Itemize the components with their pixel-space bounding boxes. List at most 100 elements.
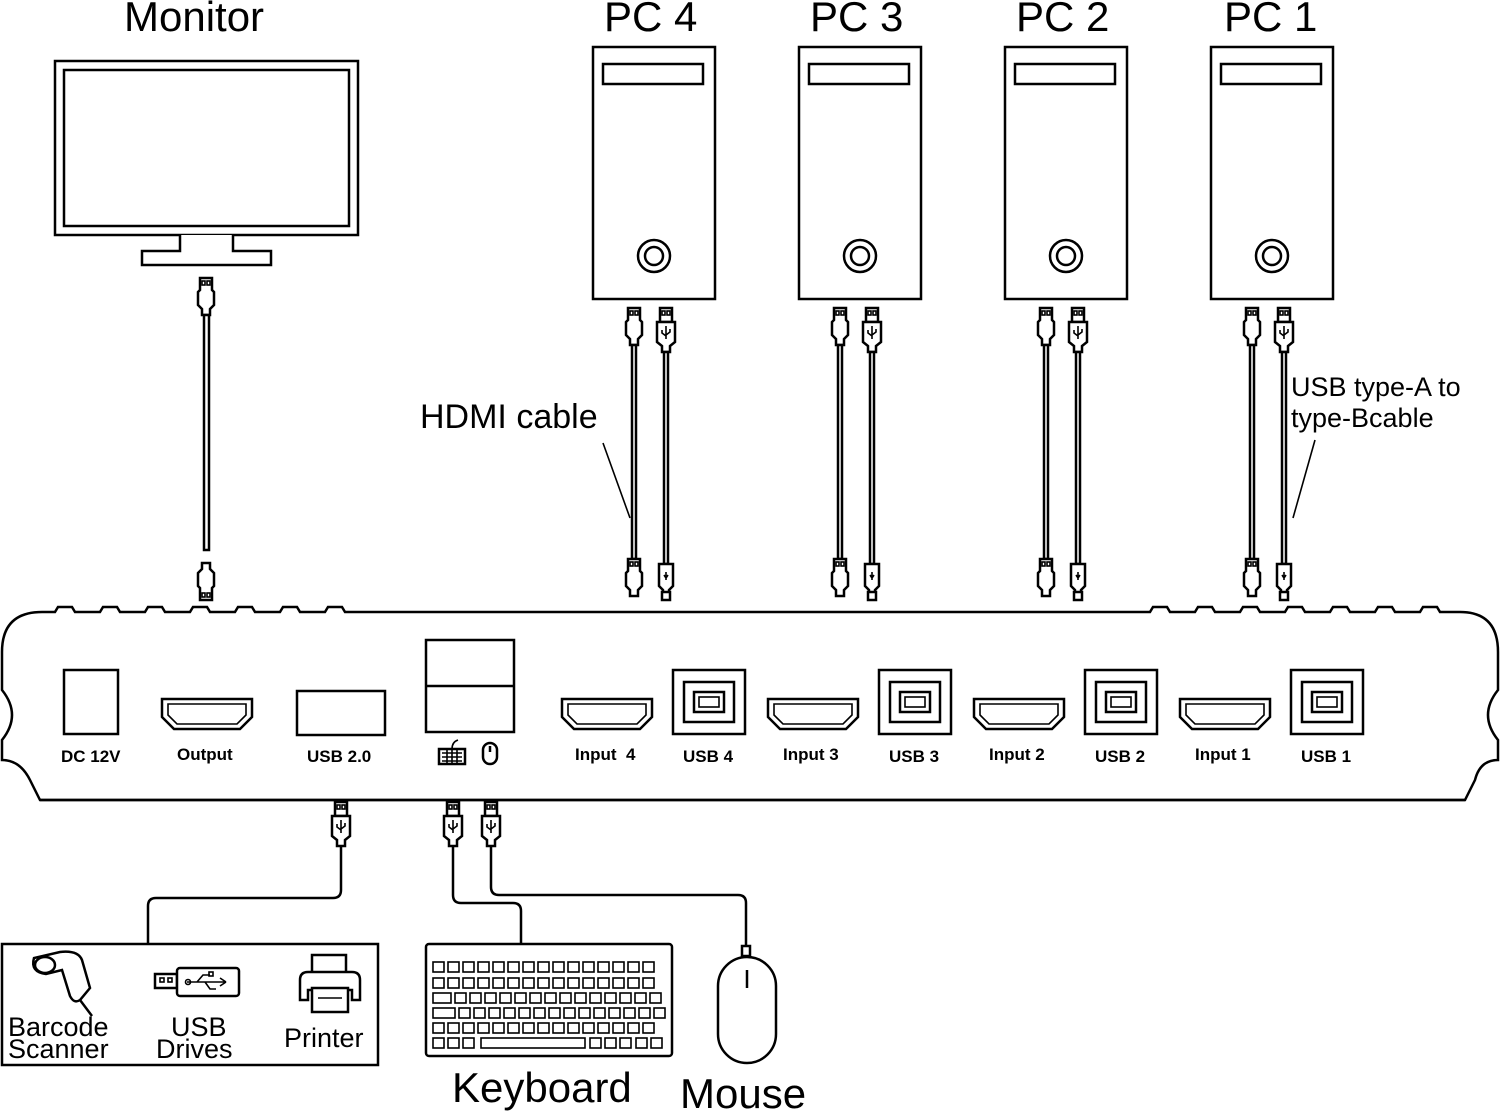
keyboard-key — [522, 961, 535, 973]
keyboard-key — [634, 992, 647, 1004]
keyboard-key — [432, 992, 452, 1004]
keyboard-key — [484, 992, 497, 1004]
keyboard-key — [623, 1007, 636, 1019]
usb-cable-label-2: type-Bcable — [1291, 403, 1434, 433]
keyboard-key — [447, 977, 460, 989]
keyboard-key — [552, 961, 565, 973]
pc-1 — [1211, 47, 1333, 600]
input-3-label: Input 3 — [783, 745, 839, 764]
keyboard-key — [447, 1022, 460, 1034]
pc-3-label: PC 3 — [810, 0, 903, 40]
keyboard-key — [462, 1037, 475, 1049]
keyboard-key — [537, 1022, 550, 1034]
keyboard-key — [642, 1022, 655, 1034]
usb-hub-port-stack — [424, 638, 516, 734]
usb-1-label: USB 1 — [1301, 747, 1351, 766]
keyboard-key — [432, 1007, 456, 1019]
keyboard-key — [649, 992, 662, 1004]
pc-4-label: PC 4 — [604, 0, 697, 40]
keyboard-cable — [442, 800, 523, 944]
keyboard-key — [589, 1037, 602, 1049]
keyboard-key — [582, 977, 595, 989]
keyboard-key — [432, 1022, 445, 1034]
keyboard-key — [507, 1022, 520, 1034]
keyboard-key — [612, 961, 625, 973]
keyboard-key — [522, 977, 535, 989]
keyboard-key — [432, 961, 445, 973]
keyboard-key — [559, 992, 572, 1004]
keyboard-key — [447, 961, 460, 973]
keyboard-key — [492, 977, 505, 989]
kvm-switch — [0, 605, 1500, 802]
keyboard-key — [653, 1007, 666, 1019]
keyboard-key — [507, 961, 520, 973]
keyboard-key — [529, 992, 542, 1004]
keyboard-key — [567, 961, 580, 973]
keyboard-key — [597, 961, 610, 973]
keyboard-key — [650, 1037, 663, 1049]
hdmi-cable-label: HDMI cable — [420, 398, 598, 436]
keyboard-key — [477, 961, 490, 973]
pc-2 — [1005, 47, 1127, 600]
input-2-label: Input 2 — [989, 745, 1045, 764]
keyboard-key — [462, 1022, 475, 1034]
keyboard-key — [469, 992, 482, 1004]
keyboard-key — [447, 1037, 460, 1049]
keyboard-key — [473, 1007, 486, 1019]
keyboard-key — [507, 977, 520, 989]
keyboard-key — [499, 992, 512, 1004]
keyboard-label: Keyboard — [452, 1064, 632, 1111]
keyboard-key — [537, 961, 550, 973]
keyboard-key — [604, 992, 617, 1004]
keyboard-key — [619, 1037, 632, 1049]
keyboard-key — [589, 992, 602, 1004]
usb20-port — [295, 689, 387, 737]
input-4-label: Input 4 — [575, 745, 636, 764]
printer-icon — [298, 953, 362, 1014]
keyboard-key — [642, 961, 655, 973]
keyboard-key — [567, 977, 580, 989]
printer-label: Printer — [284, 1023, 364, 1053]
keyboard-key — [514, 992, 527, 1004]
keyboard-key — [608, 1007, 621, 1019]
monitor-label: Monitor — [124, 0, 264, 40]
keyboard-key — [462, 977, 475, 989]
hdmi-callout-line — [602, 442, 631, 519]
keyboard-key — [522, 1022, 535, 1034]
keyboard-key — [563, 1007, 576, 1019]
usb20-cable — [146, 800, 352, 944]
pc-2-label: PC 2 — [1016, 0, 1109, 40]
barcode-label-1: Barcode — [8, 1012, 109, 1042]
usb-peripherals-box — [0, 942, 380, 1067]
keyboard-key — [458, 1007, 471, 1019]
keyboard-key — [544, 992, 557, 1004]
keyboard-key — [552, 977, 565, 989]
usb-cable-label-1: USB type-A to — [1291, 372, 1461, 402]
pc-1-label: PC 1 — [1224, 0, 1317, 40]
keyboard-key — [612, 1022, 625, 1034]
keyboard-key — [627, 961, 640, 973]
keyboard-key — [492, 961, 505, 973]
keyboard-key — [477, 977, 490, 989]
usb20-port-label: USB 2.0 — [307, 747, 371, 766]
keyboard-key — [597, 1022, 610, 1034]
keyboard-key — [432, 1037, 445, 1049]
keyboard-key — [627, 1022, 640, 1034]
keyboard-key — [477, 1022, 490, 1034]
keyboard-key — [432, 977, 445, 989]
keyboard-key — [454, 992, 467, 1004]
keyboard-key — [567, 1022, 580, 1034]
keyboard-key — [582, 961, 595, 973]
keyboard-port-icon — [437, 739, 467, 766]
keyboard-key — [552, 1022, 565, 1034]
monitor-hdmi-cable — [196, 276, 216, 602]
keyboard-key — [503, 1007, 516, 1019]
keyboard-key — [638, 1007, 651, 1019]
keyboard-key — [642, 977, 655, 989]
keyboard-key — [635, 1037, 648, 1049]
mouse-port-icon — [481, 741, 499, 766]
usb-callout-line — [1292, 439, 1316, 519]
mouse-label: Mouse — [680, 1070, 806, 1114]
monitor-icon — [53, 59, 360, 267]
